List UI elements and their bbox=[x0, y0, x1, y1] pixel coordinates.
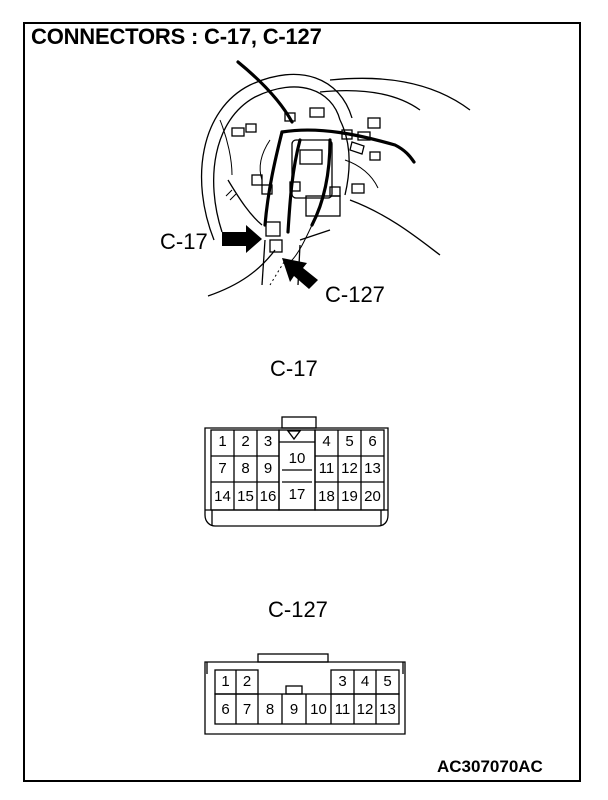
steering-wheel-inner bbox=[213, 86, 341, 233]
c17-pin: 3 bbox=[263, 433, 273, 450]
harness-wire bbox=[236, 60, 294, 124]
c127-connector-title: C-127 bbox=[268, 597, 328, 622]
c127-pin: 6 bbox=[221, 701, 230, 718]
c17-connector-housing bbox=[204, 416, 389, 527]
c17-pin: 8 bbox=[241, 460, 250, 477]
c127-pin: 2 bbox=[242, 673, 252, 690]
c127-pin: 5 bbox=[383, 673, 392, 690]
figure-code: AC307070AC bbox=[437, 757, 543, 776]
c127-pin: 4 bbox=[360, 673, 370, 690]
c17-connector-title: C-17 bbox=[270, 356, 318, 381]
c17-callout-label: C-17 bbox=[160, 229, 208, 254]
c17-pin: 13 bbox=[364, 460, 381, 477]
c127-pin: 1 bbox=[221, 673, 230, 690]
c17-pin: 9 bbox=[263, 460, 273, 477]
diagram-frame bbox=[23, 22, 581, 782]
c17-pin: 5 bbox=[345, 433, 354, 450]
c17-pin: 20 bbox=[364, 488, 381, 505]
harness-wire bbox=[310, 138, 332, 227]
c127-pin: 11 bbox=[334, 701, 351, 718]
c17-pin: 4 bbox=[322, 433, 331, 450]
c127-pin: 10 bbox=[310, 701, 327, 718]
c17-pin: 6 bbox=[368, 433, 377, 450]
c127-pin: 13 bbox=[379, 701, 396, 718]
harness-wire bbox=[280, 128, 416, 164]
c17-pin: 17 bbox=[288, 486, 306, 503]
c127-pin: 8 bbox=[265, 701, 275, 718]
steering-wheel-outer bbox=[200, 73, 353, 241]
c17-pin: 10 bbox=[288, 450, 306, 467]
c17-pin: 16 bbox=[259, 488, 277, 505]
c127-pin: 3 bbox=[338, 673, 347, 690]
c127-pin: 9 bbox=[289, 701, 299, 718]
c17-pin: 7 bbox=[218, 460, 227, 477]
c17-pin: 14 bbox=[214, 488, 231, 505]
c17-pin: 15 bbox=[237, 488, 254, 505]
c17-pin: 11 bbox=[318, 460, 335, 477]
c17-pin: 18 bbox=[318, 488, 335, 505]
c17-callout-arrow bbox=[222, 225, 262, 253]
harness-wire bbox=[263, 130, 284, 227]
diagram-title: CONNECTORS : C-17, C-127 bbox=[31, 24, 322, 49]
harness-wire bbox=[286, 138, 302, 234]
c127-pin: 12 bbox=[356, 701, 374, 718]
c17-pin: 1 bbox=[218, 433, 227, 450]
c17-pin: 2 bbox=[241, 433, 250, 450]
c127-callout-label: C-127 bbox=[325, 282, 385, 307]
c127-connector-housing bbox=[204, 653, 406, 735]
c127-pin: 7 bbox=[242, 701, 252, 718]
c17-pin: 12 bbox=[341, 460, 358, 477]
c127-callout-arrow bbox=[282, 258, 318, 289]
c17-pin: 19 bbox=[341, 488, 358, 505]
